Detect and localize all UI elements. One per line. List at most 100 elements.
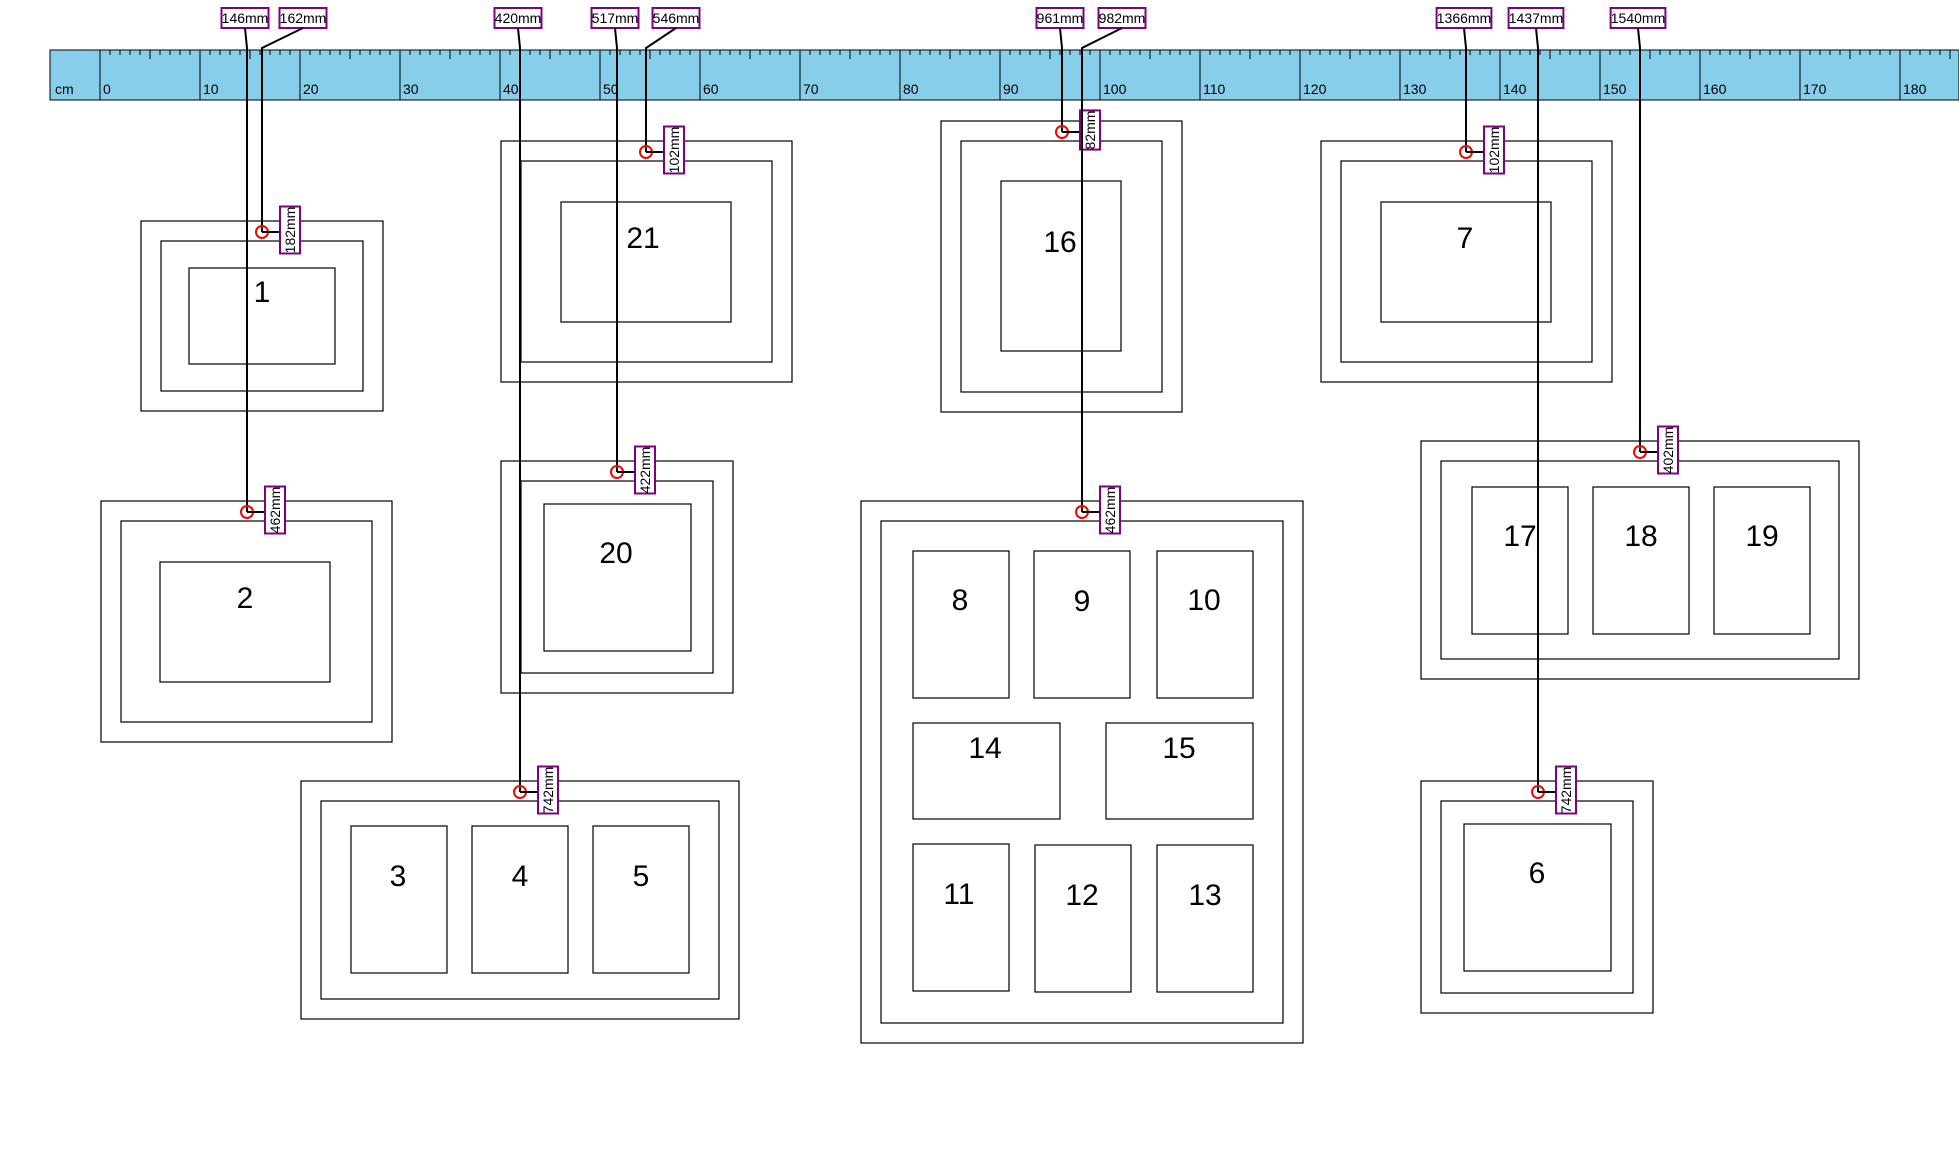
ruler-tick-label: 70 — [803, 81, 819, 97]
picture-opening — [1156, 550, 1254, 699]
drop-label: 462mm — [1102, 487, 1118, 534]
picture-label-17: 17 — [1503, 520, 1536, 553]
picture-opening — [543, 503, 692, 652]
picture-label-8: 8 — [952, 584, 969, 617]
drop-label-group: 402mm — [1657, 425, 1679, 475]
drop-label: 82mm — [1082, 111, 1098, 150]
picture-opening — [159, 561, 331, 683]
picture-label-13: 13 — [1188, 879, 1221, 912]
offset-label: 1366mm — [1437, 10, 1491, 26]
hang-line — [1535, 27, 1539, 792]
hang-line-1: 162mm 182mm — [255, 7, 328, 255]
picture-opening — [188, 267, 336, 365]
drop-label-box — [1555, 765, 1577, 815]
hang-line-16: 961mm 82mm — [1035, 7, 1101, 151]
drop-label-group: 422mm — [634, 445, 656, 495]
frame-mat — [160, 240, 364, 392]
frame-mat — [1340, 160, 1593, 363]
ruler-tick-label: 0 — [103, 81, 111, 97]
drop-label-box — [1079, 109, 1101, 151]
offset-label: 420mm — [495, 10, 542, 26]
frame-21: 21 — [500, 140, 793, 383]
frame-mat — [120, 520, 373, 723]
drop-label: 742mm — [1558, 767, 1574, 814]
picture-opening — [1592, 486, 1690, 635]
frames: 1 2 21 20 3 — [100, 120, 1860, 1044]
picture-label-15: 15 — [1162, 732, 1195, 765]
picture-opening — [1463, 823, 1612, 972]
ruler-tick-label: 120 — [1303, 81, 1327, 97]
picture-label-14: 14 — [968, 732, 1001, 765]
frame-mat — [960, 140, 1163, 393]
ruler-tick-label: 80 — [903, 81, 919, 97]
ruler-tick-label: 100 — [1103, 81, 1127, 97]
picture-opening — [912, 843, 1010, 992]
frame-8-15: 8 9 10 14 15 11 12 13 — [860, 500, 1304, 1044]
hang-line — [244, 27, 248, 512]
drop-label-group: 462mm — [1099, 485, 1121, 535]
ruler-tick-label: 10 — [203, 81, 219, 97]
frame-mat — [1440, 800, 1634, 994]
picture-label-12: 12 — [1065, 879, 1098, 912]
picture-label-18: 18 — [1624, 520, 1657, 553]
ruler-tick-label: 50 — [603, 81, 619, 97]
ruler-tick-label: 150 — [1603, 81, 1627, 97]
picture-opening — [1713, 486, 1811, 635]
ruler-tick-label: 90 — [1003, 81, 1019, 97]
picture-opening — [1034, 844, 1132, 993]
ruler-tick-label: 130 — [1403, 81, 1427, 97]
drop-label-group: 742mm — [537, 765, 559, 815]
picture-opening — [1033, 550, 1131, 699]
frame-mat — [520, 160, 773, 363]
drop-label-box — [537, 765, 559, 815]
frame-1: 1 — [140, 220, 384, 412]
picture-label-19: 19 — [1745, 520, 1778, 553]
frame-outer — [1420, 440, 1860, 680]
frame-3-4-5: 3 4 5 — [300, 780, 740, 1020]
frame-mat — [880, 520, 1284, 1024]
picture-label-9: 9 — [1074, 585, 1091, 618]
drop-label-box — [634, 445, 656, 495]
hang-line — [614, 27, 618, 472]
picture-label-7: 7 — [1457, 222, 1474, 255]
hang-line — [261, 27, 304, 232]
frame-outer — [300, 780, 740, 1020]
picture-label-10: 10 — [1187, 584, 1220, 617]
picture-label-1: 1 — [254, 276, 271, 309]
drop-label-group: 102mm — [663, 125, 685, 175]
drop-label-group: 742mm — [1555, 765, 1577, 815]
frame-mat — [520, 480, 714, 674]
picture-opening — [1471, 486, 1569, 635]
frame-20: 20 — [500, 460, 734, 694]
frame-mat — [320, 800, 720, 1000]
drop-label: 462mm — [267, 487, 283, 534]
frame-2: 2 — [100, 500, 393, 743]
picture-label-2: 2 — [237, 582, 254, 615]
hang-line — [1637, 27, 1641, 452]
drop-label: 182mm — [282, 207, 298, 254]
offset-label: 961mm — [1037, 10, 1084, 26]
ruler-tick-label: 170 — [1803, 81, 1827, 97]
drop-label-box — [1657, 425, 1679, 475]
hang-line — [1463, 27, 1467, 152]
hang-line — [517, 27, 521, 792]
picture-opening — [1000, 180, 1122, 352]
frame-mat — [1440, 460, 1840, 660]
picture-opening — [1380, 201, 1552, 323]
picture-opening — [560, 201, 732, 323]
ruler-tick-label: 40 — [503, 81, 519, 97]
offset-label: 162mm — [280, 10, 327, 26]
ruler-tick-label: 30 — [403, 81, 419, 97]
hang-line — [1059, 27, 1063, 132]
picture-opening — [1156, 844, 1254, 993]
frame-16: 16 — [940, 120, 1183, 413]
ruler-tick-label: 140 — [1503, 81, 1527, 97]
hanging-lines: 146mm462mm162mm182mm420mm742mm517mm422mm… — [220, 7, 1679, 815]
hang-line-3-4-5: 420mm 742mm — [493, 7, 559, 815]
